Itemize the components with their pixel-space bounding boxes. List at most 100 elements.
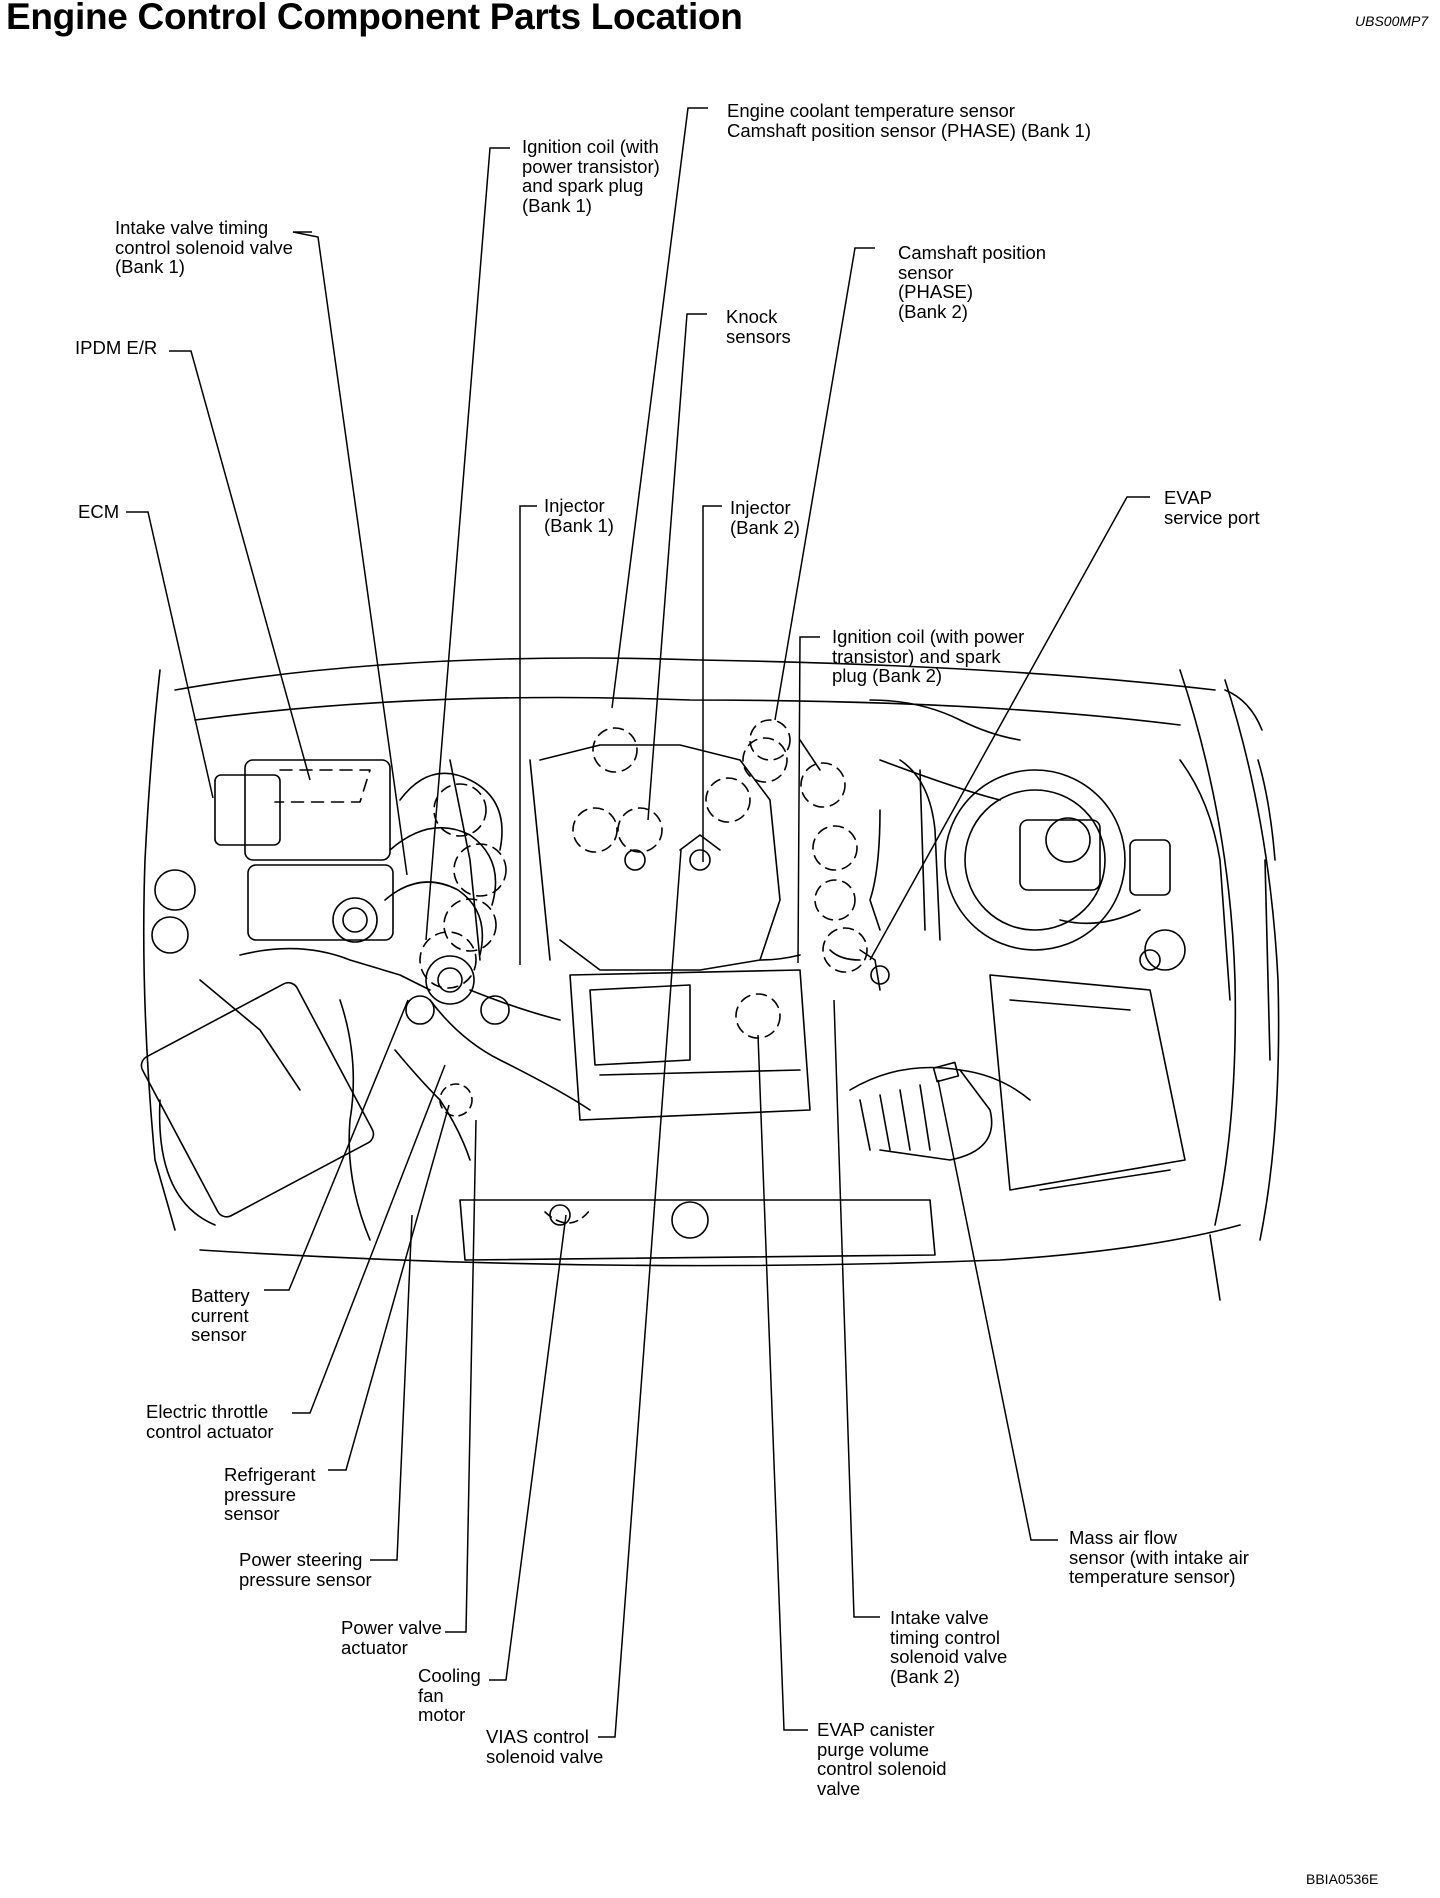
document-code: UBS00MP7 bbox=[1355, 13, 1429, 29]
leader-intake-valve-timing-bank1 bbox=[292, 231, 408, 876]
label-line: Camshaft position sensor (PHASE) (Bank 1… bbox=[727, 119, 1091, 141]
leader-ignition-coil-bank1 bbox=[425, 147, 510, 941]
leader-injector-bank2 bbox=[702, 505, 722, 862]
label-line: (PHASE) bbox=[898, 281, 974, 302]
label-line: control solenoid bbox=[817, 1758, 947, 1779]
leader-cooling-fan bbox=[489, 1214, 567, 1681]
label-line: ECM bbox=[78, 501, 120, 522]
label-line: (Bank 1) bbox=[544, 514, 614, 536]
label-line: Ignition coil (with bbox=[522, 136, 659, 157]
label-line: control solenoid valve bbox=[115, 236, 293, 258]
label-line: control actuator bbox=[146, 1420, 274, 1442]
label-line: service port bbox=[1164, 506, 1260, 528]
label-line: power transistor) bbox=[522, 155, 660, 177]
label-injector-bank2: Injector(Bank 2) bbox=[730, 498, 800, 537]
label-line: EVAP canister bbox=[817, 1719, 935, 1740]
label-line: solenoid valve bbox=[486, 1745, 604, 1767]
label-line: sensor bbox=[898, 261, 954, 283]
label-line: VIAS control bbox=[486, 1726, 589, 1747]
leader-refrigerant bbox=[328, 1104, 450, 1471]
label-line: Intake valve bbox=[890, 1607, 989, 1628]
label-line: sensors bbox=[726, 325, 791, 347]
leader-camshaft-sensor-bank2 bbox=[774, 247, 875, 721]
leader-power-valve bbox=[445, 1119, 477, 1633]
label-line: sensor (with intake air bbox=[1069, 1546, 1249, 1568]
label-ecm: ECM bbox=[78, 502, 119, 522]
leader-knock-sensors bbox=[647, 313, 707, 821]
label-line: (Bank 2) bbox=[898, 300, 968, 322]
label-line: valve bbox=[817, 1777, 861, 1799]
leader-battery-current bbox=[264, 999, 409, 1291]
label-line: Power steering bbox=[239, 1549, 363, 1570]
leader-vias bbox=[598, 849, 682, 1738]
label-line: sensor bbox=[224, 1503, 280, 1524]
label-line: Mass air flow bbox=[1069, 1527, 1177, 1548]
label-line: purge volume bbox=[817, 1738, 930, 1760]
label-line: (Bank 1) bbox=[522, 194, 592, 216]
label-line: Injector bbox=[730, 497, 791, 518]
label-line: (Bank 1) bbox=[115, 256, 185, 277]
label-ipdm: IPDM E/R bbox=[75, 338, 157, 358]
label-line: Knock bbox=[726, 306, 778, 327]
label-line: motor bbox=[418, 1704, 466, 1725]
label-line: pressure bbox=[224, 1483, 296, 1505]
label-line: Battery bbox=[191, 1285, 250, 1306]
label-line: sensor bbox=[191, 1324, 247, 1345]
label-line: solenoid valve bbox=[890, 1646, 1008, 1667]
label-line: Ignition coil (with power bbox=[832, 626, 1025, 647]
label-injector-bank1: Injector(Bank 1) bbox=[544, 496, 614, 535]
label-line: Refrigerant bbox=[224, 1464, 316, 1485]
page-title: Engine Control Component Parts Location bbox=[6, 0, 743, 37]
label-line: Injector bbox=[544, 495, 605, 516]
label-line: Cooling bbox=[418, 1665, 481, 1686]
leader-electric-throttle bbox=[292, 1064, 446, 1414]
label-line: Power valve bbox=[341, 1617, 442, 1638]
label-line: Engine coolant temperature sensor bbox=[727, 100, 1015, 121]
label-line: (Bank 2) bbox=[730, 516, 800, 538]
leader-ect-cmp-bank1 bbox=[611, 107, 708, 709]
label-line: (Bank 2) bbox=[890, 1665, 960, 1687]
leader-power-steering bbox=[370, 1214, 413, 1561]
leader-ipdm bbox=[169, 350, 311, 781]
figure-reference: BBIA0536E bbox=[1306, 1871, 1379, 1887]
label-line: fan bbox=[418, 1684, 444, 1706]
leader-injector-bank1 bbox=[519, 505, 537, 965]
leader-ecm bbox=[126, 511, 214, 799]
label-line: and spark plug bbox=[522, 175, 644, 196]
label-line: Intake valve timing bbox=[115, 217, 269, 238]
label-line: plug (Bank 2) bbox=[832, 665, 943, 686]
label-line: pressure sensor bbox=[239, 1568, 372, 1590]
label-line: EVAP bbox=[1164, 487, 1212, 508]
label-line: IPDM E/R bbox=[75, 337, 158, 358]
leader-evap-purge bbox=[757, 1034, 808, 1731]
leader-mass-air-flow bbox=[937, 1079, 1058, 1541]
leader-evap-service-port bbox=[869, 496, 1150, 961]
label-line: actuator bbox=[341, 1636, 408, 1658]
label-line: temperature sensor) bbox=[1069, 1566, 1236, 1587]
label-line: timing control bbox=[890, 1626, 1001, 1648]
leader-intake-valve-bank2 bbox=[833, 999, 880, 1618]
label-line: transistor) and spark bbox=[832, 645, 1001, 667]
label-line: Camshaft position bbox=[898, 242, 1047, 263]
leader-ignition-coil-bank2 bbox=[797, 636, 820, 964]
label-line: Electric throttle bbox=[146, 1401, 269, 1422]
label-line: current bbox=[191, 1304, 249, 1326]
